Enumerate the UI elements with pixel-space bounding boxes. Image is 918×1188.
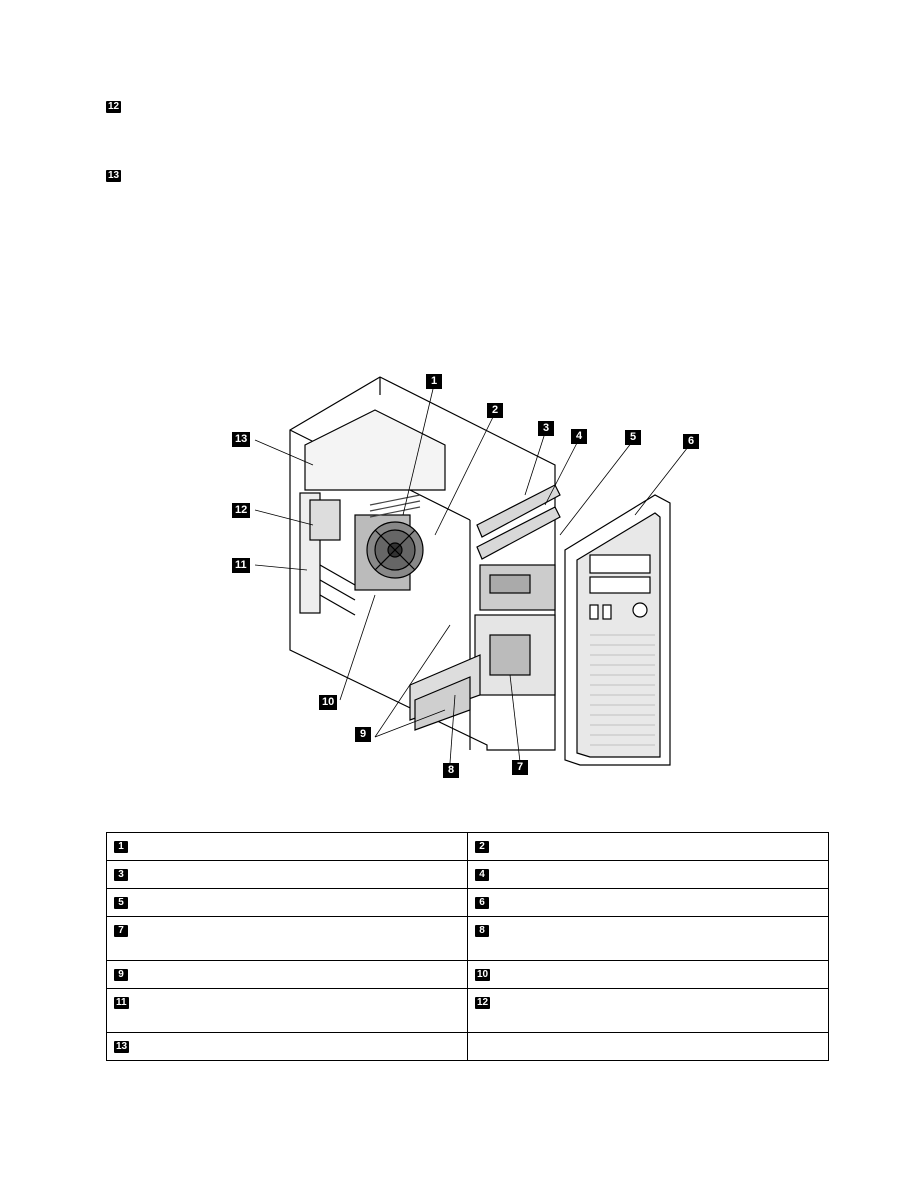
legend-number-badge: 6 [475, 897, 489, 909]
legend-cell-left: 7 [106, 916, 468, 961]
callout-12: 12 [232, 503, 251, 518]
callout-7: 7 [512, 760, 528, 775]
callout-5: 5 [625, 430, 641, 445]
callout-4: 4 [571, 429, 587, 444]
callout-13: 13 [232, 432, 251, 447]
legend-cell-left: 9 [106, 960, 468, 989]
computer-components-figure: 1 2 3 4 5 6 7 8 9 10 11 12 13 [215, 365, 725, 778]
legend-number-badge: 5 [114, 897, 128, 909]
legend-number-badge: 7 [114, 925, 128, 937]
legend-cell-right: 6 [467, 888, 829, 917]
legend-number-badge: 1 [114, 841, 128, 853]
callout-8: 8 [443, 763, 459, 778]
legend-row: 9 10 [106, 960, 829, 989]
callout-2: 2 [487, 403, 503, 418]
legend-cell-left: 3 [106, 860, 468, 889]
callout-6: 6 [683, 434, 699, 449]
callout-9: 9 [355, 727, 371, 742]
legend-cell-right [467, 1032, 829, 1061]
legend-number-badge: 2 [475, 841, 489, 853]
legend-cell-left: 1 [106, 832, 468, 861]
legend-cell-right: 4 [467, 860, 829, 889]
legend-number-badge: 12 [475, 997, 491, 1009]
legend-cell-left: 13 [106, 1032, 468, 1061]
marker-13-badge: 13 [106, 170, 122, 182]
callout-3: 3 [538, 421, 554, 436]
legend-cell-right: 10 [467, 960, 829, 989]
legend-cell-left: 11 [106, 988, 468, 1033]
callout-10: 10 [319, 695, 338, 710]
legend-number-badge: 10 [475, 969, 491, 981]
legend-cell-right: 8 [467, 916, 829, 961]
legend-cell-right: 2 [467, 832, 829, 861]
callout-11: 11 [232, 558, 250, 573]
legend-number-badge: 4 [475, 869, 489, 881]
legend-row: 13 [106, 1032, 829, 1061]
legend-number-badge: 8 [475, 925, 489, 937]
marker-12-badge: 12 [106, 101, 122, 113]
legend-number-badge: 13 [114, 1041, 130, 1053]
legend-cell-left: 5 [106, 888, 468, 917]
legend-number-badge: 3 [114, 869, 128, 881]
legend-number-badge: 9 [114, 969, 128, 981]
legend-row: 11 12 [106, 988, 829, 1033]
legend-number-badge: 11 [114, 997, 129, 1009]
callout-1: 1 [426, 374, 442, 389]
legend-cell-right: 12 [467, 988, 829, 1033]
computer-chassis-illustration [254, 376, 689, 766]
